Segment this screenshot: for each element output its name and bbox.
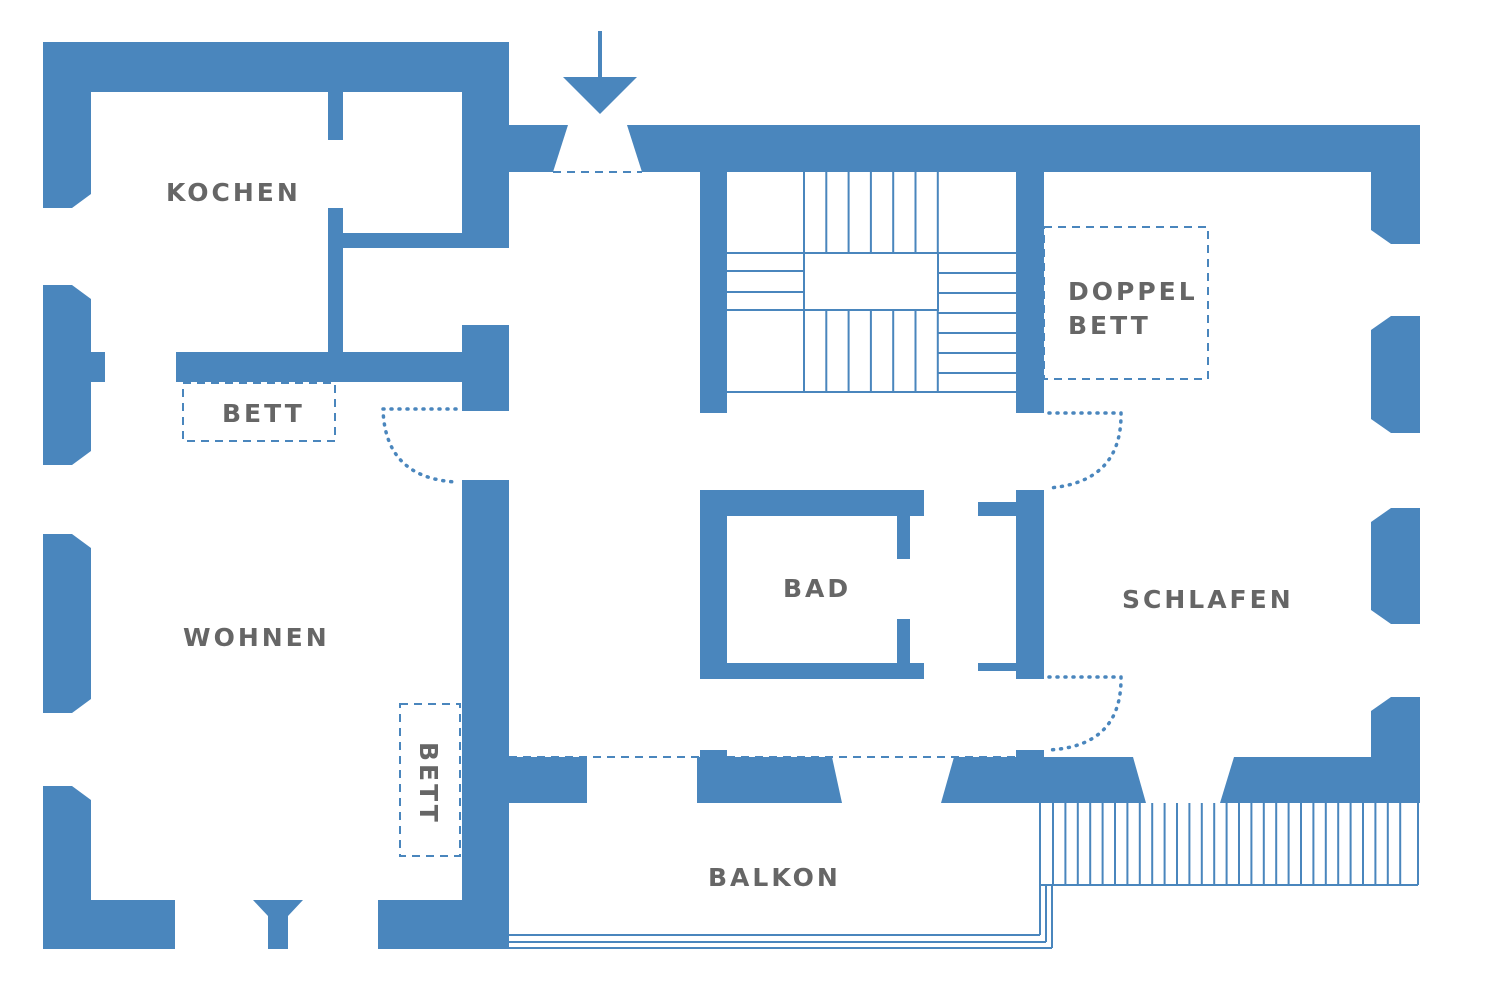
entrance-door	[553, 125, 642, 173]
left-windows	[43, 194, 378, 949]
furniture-label-doppel: DOPPEL	[1068, 277, 1198, 306]
right-unit-walls	[509, 125, 1420, 803]
staircase	[727, 172, 1016, 393]
double-bed-outline	[1043, 226, 1209, 380]
furniture-label-bett-top: BETT	[222, 399, 305, 428]
room-label-schlafen: SCHLAFEN	[1122, 585, 1294, 614]
room-label-kochen: KOCHEN	[166, 178, 301, 207]
bottom-openings	[509, 756, 1234, 803]
arrow-down-icon	[563, 31, 637, 114]
room-label-balkon: BALKON	[708, 863, 841, 892]
balcony	[509, 803, 1419, 949]
furniture-label-bett-side: BETT	[414, 742, 443, 825]
room-label-bad: BAD	[783, 574, 851, 603]
bed-side-outline	[399, 703, 461, 857]
right-windows	[1371, 230, 1420, 711]
bed-top-outline	[182, 382, 336, 442]
room-label-wohnen: WOHNEN	[183, 623, 330, 652]
furniture-label-bett-double: BETT	[1068, 311, 1151, 340]
door-swings	[381, 407, 1123, 752]
furniture	[182, 226, 1209, 857]
